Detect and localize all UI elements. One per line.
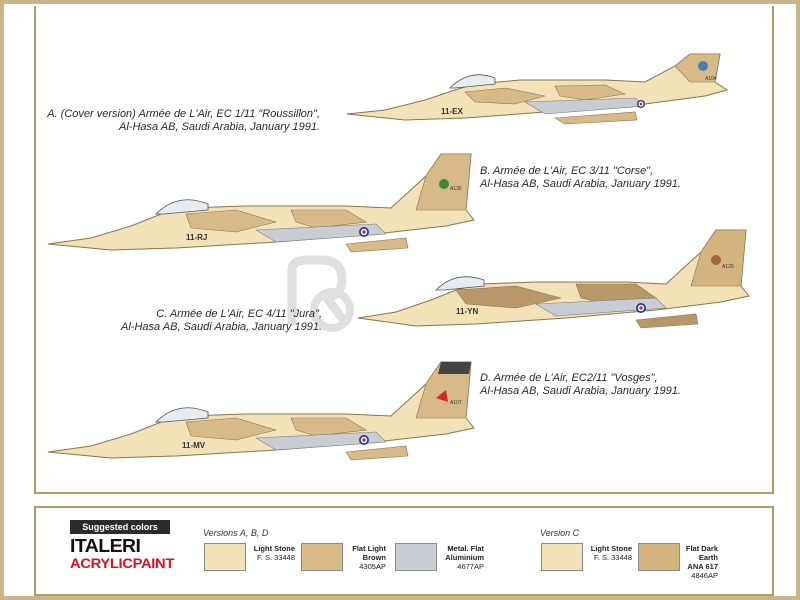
swatch-light-stone-c (541, 543, 583, 571)
version-label-c: Version C (540, 528, 580, 538)
brand-name: ITALERI (70, 536, 141, 556)
swatch-flat-dark-earth (638, 543, 680, 571)
version-label-abd: Versions A, B, D (203, 528, 269, 538)
aircraft-code-d: 11-MV (182, 441, 206, 450)
aircraft-profile-b: 11-RJ A135 (47, 153, 475, 253)
watermark-logo (287, 255, 354, 332)
swatch-metal-flat-aluminium (395, 543, 437, 571)
aircraft-serial-a: A104 (705, 76, 717, 82)
swatch-label-light-stone: Light Stone F. S. 33448 (253, 544, 295, 562)
aircraft-code-b: 11-RJ (186, 233, 207, 242)
swatch-label-light-stone-c: Light Stone F. S. 33448 (590, 544, 632, 562)
jaguar-c-airframe (357, 229, 750, 329)
aircraft-profile-d: 11-MV A107 (47, 361, 475, 461)
aircraft-serial-d: A107 (450, 400, 462, 406)
italeri-logo: Suggested colors ITALERI ACRYLICPAINT (70, 520, 174, 571)
suggested-colors-tag: Suggested colors (70, 520, 170, 534)
jaguar-a-airframe (346, 53, 729, 125)
jaguar-b-airframe (47, 153, 475, 253)
aircraft-profile-a: 11-EX A104 (346, 53, 729, 125)
caption-version-a: A. (Cover version) Armée de L'Air, EC 1/… (47, 108, 320, 133)
swatch-light-stone (204, 543, 246, 571)
caption-version-d: D. Armée de L'Air, EC2/11 "Vosges", Al-H… (480, 372, 681, 397)
swatch-label-flat-dark-earth: Flat Dark Earth ANA 617 4846AP (685, 544, 718, 580)
swatch-label-flat-light-brown: Flat Light Brown 4305AP (352, 544, 386, 571)
jaguar-d-airframe (47, 361, 475, 461)
aircraft-profile-c: 11-YN A129 (357, 229, 750, 329)
profile-panel (34, 6, 774, 494)
aircraft-code-c: 11-YN (456, 307, 478, 316)
suggested-colors-panel (34, 506, 774, 596)
swatch-flat-light-brown (301, 543, 343, 571)
aircraft-serial-b: A135 (450, 186, 462, 192)
caption-version-c: C. Armée de L'Air, EC 4/11 "Jura", Al-Ha… (121, 308, 322, 333)
aircraft-serial-c: A129 (722, 264, 734, 270)
caption-version-b: B. Armée de L'Air, EC 3/11 "Corse", Al-H… (480, 165, 681, 190)
aircraft-code-a: 11-EX (441, 107, 463, 116)
product-line: ACRYLICPAINT (70, 555, 175, 571)
swatch-label-metal-flat-aluminium: Metal. Flat Aluminium 4677AP (445, 544, 484, 571)
